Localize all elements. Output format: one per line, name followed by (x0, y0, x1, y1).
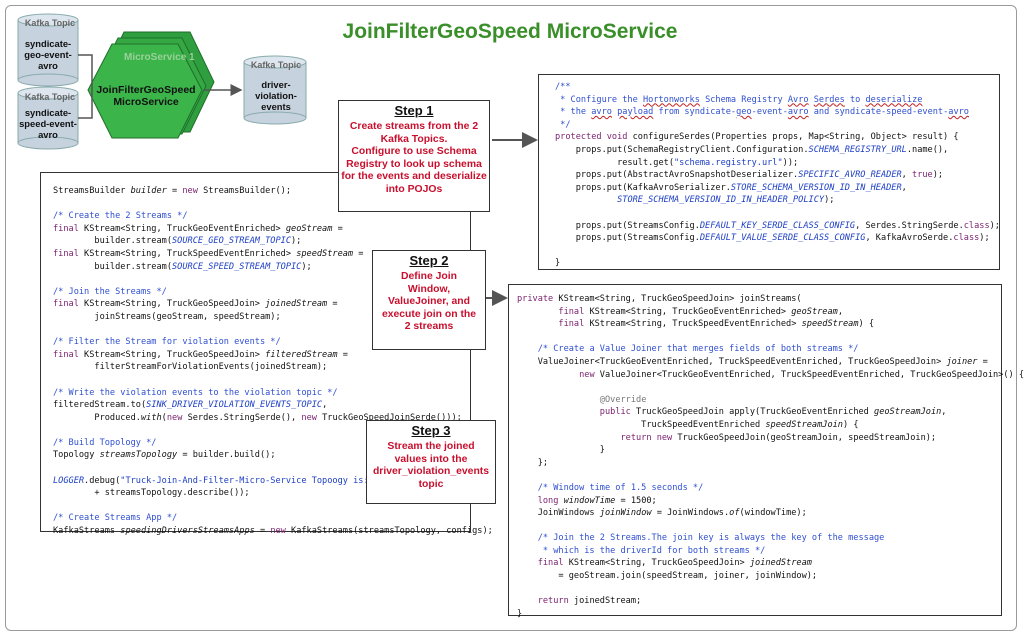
diagram-frame (5, 5, 1017, 631)
join-streams-code-box: private KStream<String, TruckGeoSpeedJoi… (508, 284, 1024, 619)
step-2-box: Step 2 Define Join Window, ValueJoiner, … (372, 250, 486, 350)
diagram-title: JoinFilterGeoSpeed MicroService (342, 20, 678, 43)
kafka-topic-out-cylinder (243, 55, 307, 125)
step-2-title: Step 2 (409, 253, 449, 268)
step-3-title: Step 3 (411, 423, 451, 438)
microservice-hexagon (87, 31, 215, 139)
kafka-topic-geo-cylinder (17, 13, 79, 87)
kafka-topic-label: Kafka Topic (250, 60, 302, 70)
topic-geo-name: syndicate- geo-event- avro (24, 38, 72, 71)
step-1-box: Step 1 Create streams from the 2 Kafka T… (338, 100, 490, 212)
configure-serdes-code: /** * Configure the Hortonworks Schema R… (555, 82, 1000, 269)
join-streams-code: private KStream<String, TruckGeoSpeedJoi… (517, 294, 1024, 619)
configure-serdes-code-box: /** * Configure the Hortonworks Schema R… (538, 74, 1000, 270)
step-1-title: Step 1 (394, 103, 434, 118)
microservice-label: MicroService 1 (124, 52, 195, 63)
streams-builder-code: StreamsBuilder builder = new StreamsBuil… (53, 186, 493, 537)
topic-speed-name: syndicate- speed-event- avro (19, 107, 77, 140)
topic-out-name: driver- violation- events (255, 79, 297, 112)
step-2-text: Define Join Window, ValueJoiner, and exe… (381, 271, 477, 333)
kafka-topic-label: Kafka Topic (24, 92, 76, 102)
kafka-topic-label: Kafka Topic (24, 18, 76, 28)
microservice-name: JoinFilterGeoSpeed MicroService (96, 84, 196, 108)
step-3-text: Stream the joined values into the driver… (372, 441, 490, 490)
step-1-text: Create streams from the 2 Kafka Topics. … (341, 121, 487, 195)
kafka-topic-speed-cylinder (17, 86, 79, 150)
step-3-box: Step 3 Stream the joined values into the… (366, 420, 496, 504)
